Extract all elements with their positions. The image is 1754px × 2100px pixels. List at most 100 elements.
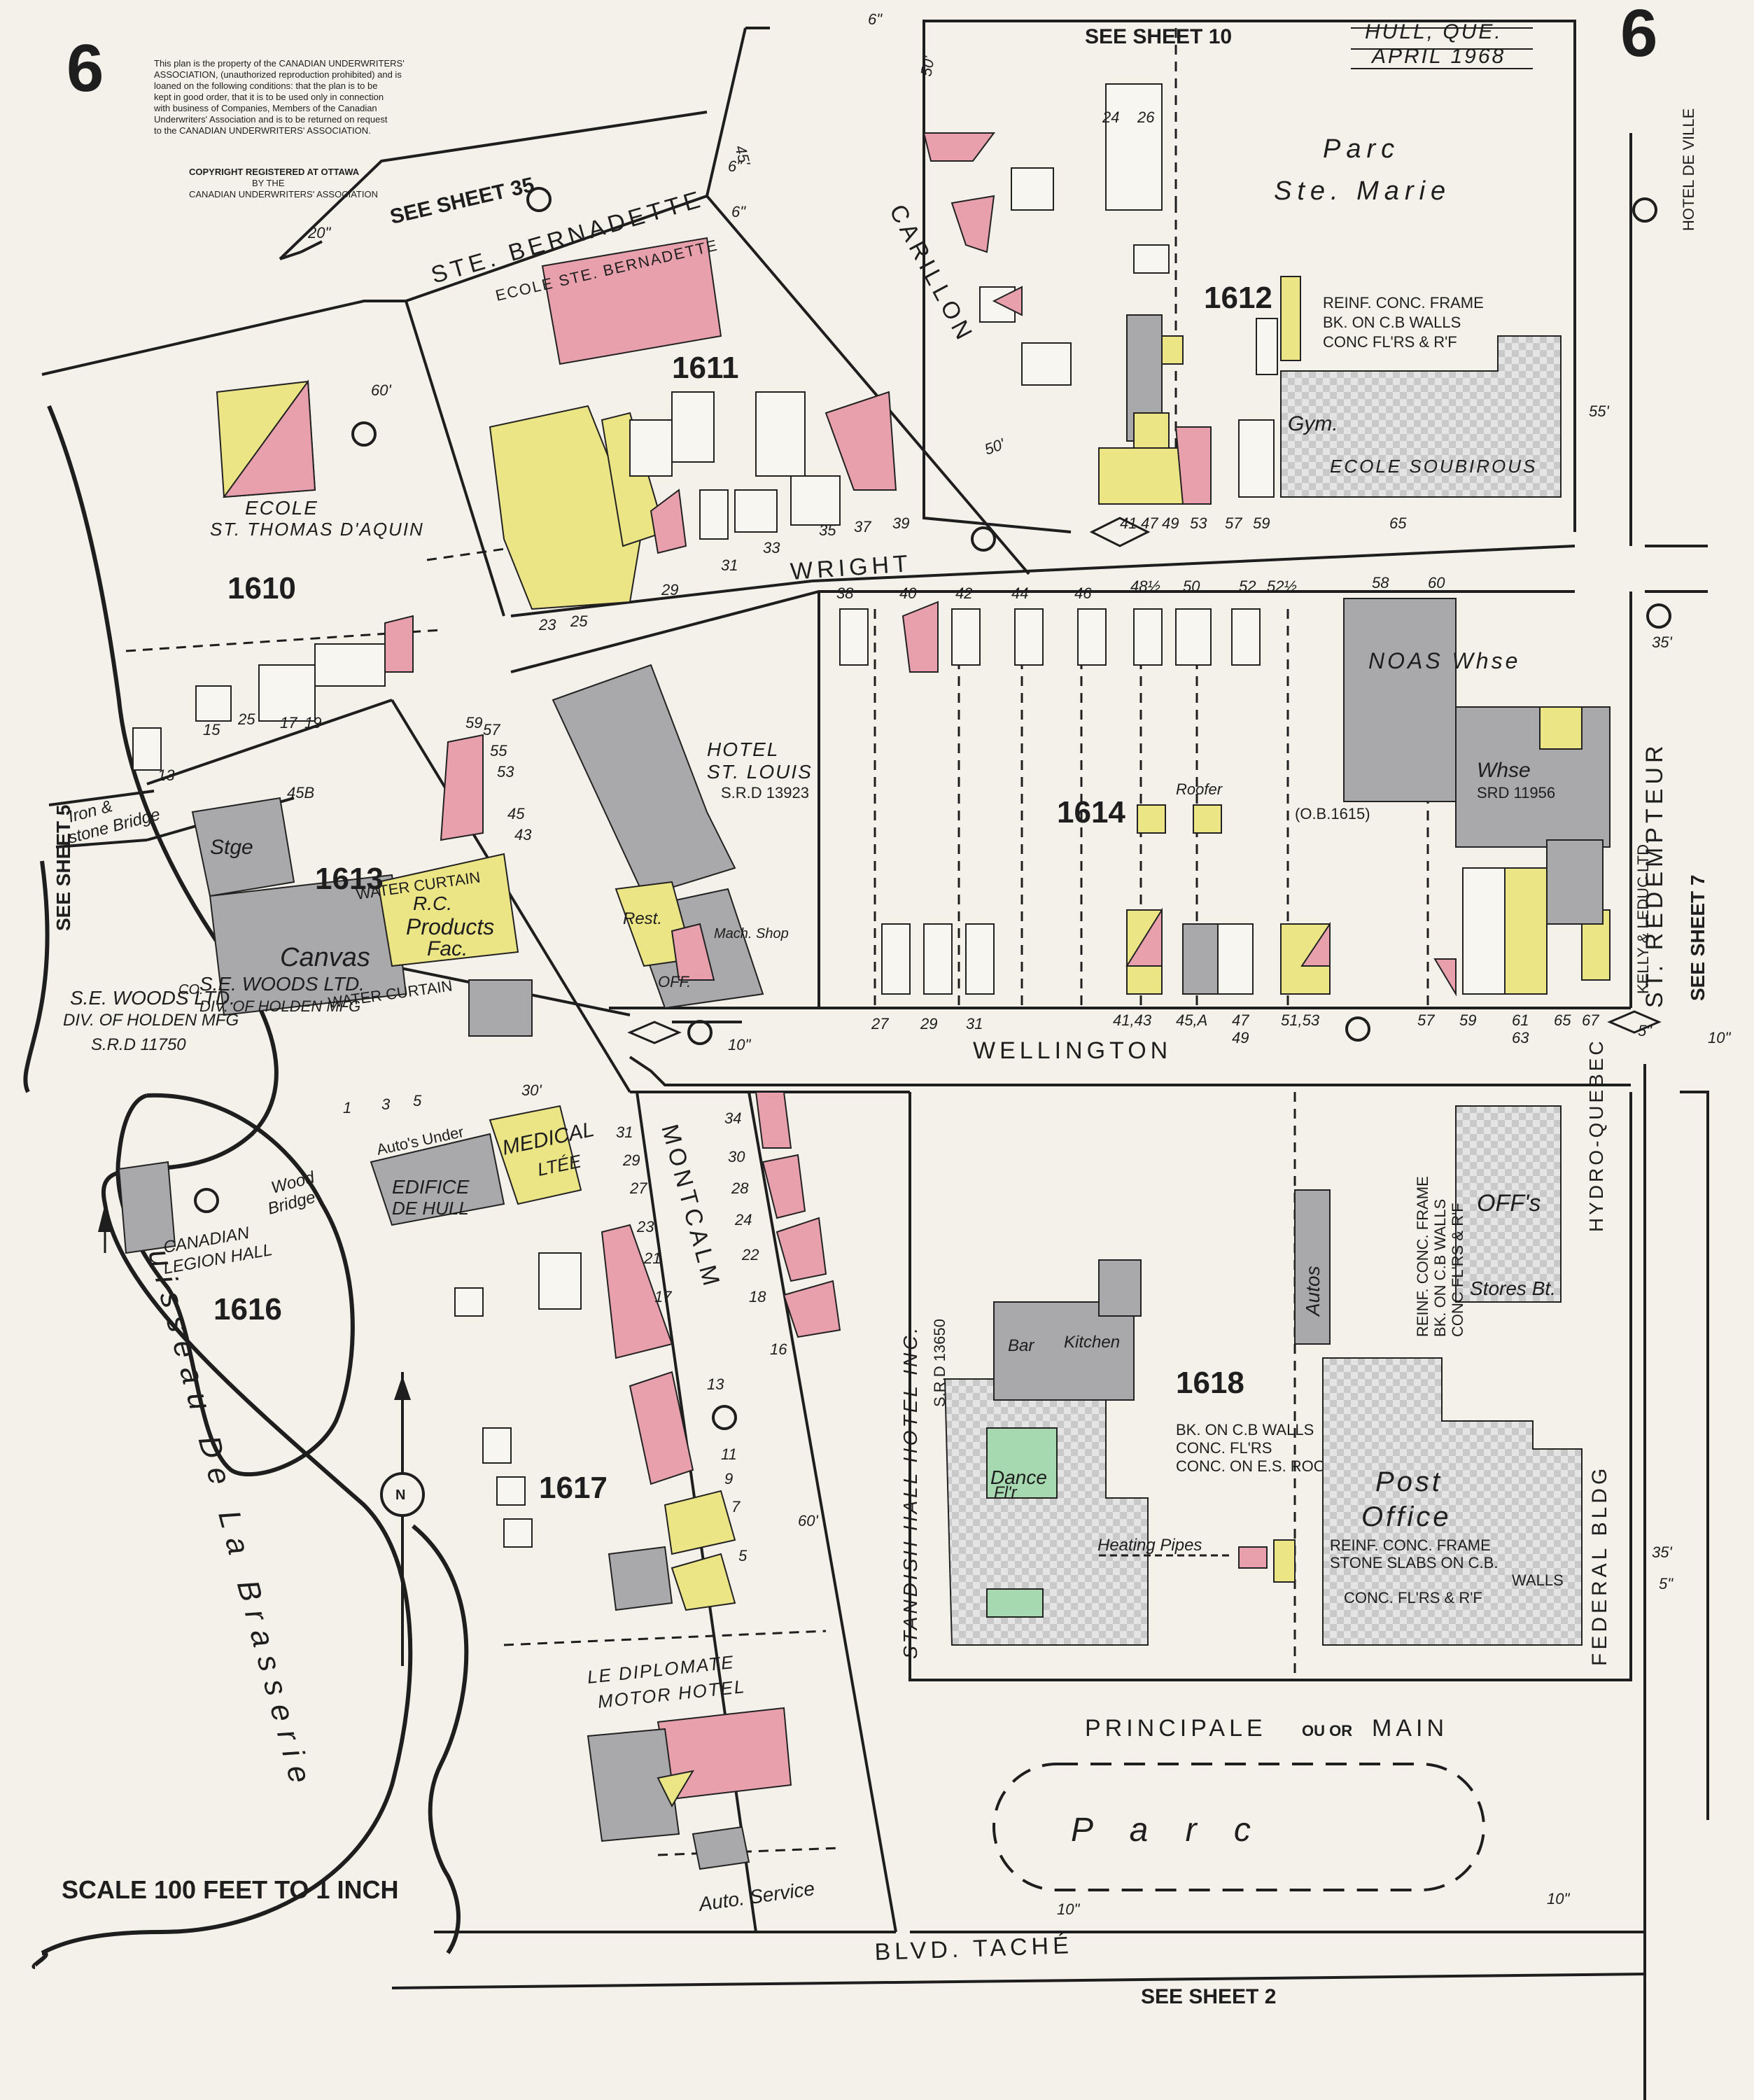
building-pink[interactable]	[384, 615, 414, 673]
hotel-st-louis-building[interactable]	[552, 664, 736, 897]
building-frame[interactable]	[314, 643, 386, 687]
building-frame[interactable]	[1231, 608, 1261, 666]
building-frame[interactable]	[1014, 608, 1044, 666]
building-frame[interactable]	[258, 664, 316, 722]
building-pink[interactable]	[776, 1217, 827, 1282]
building-pink[interactable]	[1174, 426, 1212, 505]
building-frame[interactable]	[839, 608, 869, 666]
building-pink[interactable]	[1300, 921, 1331, 967]
building-pink[interactable]	[1125, 907, 1163, 967]
ecole-ste-bernadette-building[interactable]	[541, 237, 722, 365]
building-pink[interactable]	[671, 923, 715, 981]
building-frame[interactable]	[1217, 923, 1254, 995]
see-sheet-right[interactable]: SEE SHEET 7	[1687, 874, 1709, 1001]
diplomate-brick-wing[interactable]	[587, 1728, 680, 1842]
building-frame[interactable]	[699, 489, 729, 540]
building-frame[interactable]	[538, 1252, 582, 1310]
see-sheet-top[interactable]: SEE SHEET 10	[1085, 25, 1232, 48]
building-pink[interactable]	[601, 1224, 673, 1359]
building-frame[interactable]	[734, 489, 778, 533]
building-frame[interactable]	[1256, 318, 1278, 375]
see-sheet-upper-left[interactable]: SEE SHEET 35	[388, 173, 536, 228]
building-frame[interactable]	[1238, 419, 1275, 498]
building-frame[interactable]	[1077, 608, 1107, 666]
building-pink[interactable]	[783, 1280, 841, 1338]
building-frame[interactable]	[790, 475, 841, 526]
dimension-label: 10"	[1057, 1900, 1080, 1918]
building-frame[interactable]	[1462, 867, 1506, 995]
building-frame[interactable]	[1011, 167, 1054, 211]
post-office-building[interactable]	[1322, 1357, 1583, 1646]
building-frame[interactable]	[195, 685, 232, 722]
building-frame[interactable]	[881, 923, 911, 995]
building-frame[interactable]	[454, 1287, 484, 1317]
canvas-building[interactable]	[209, 874, 407, 1016]
building-pink[interactable]	[992, 286, 1023, 316]
building-frame[interactable]	[132, 727, 162, 771]
building-frame[interactable]	[1133, 608, 1163, 666]
house-number: 25	[570, 612, 588, 630]
building-yellow[interactable]	[1504, 867, 1548, 995]
see-sheet-left[interactable]: SEE SHEET 5	[52, 804, 74, 931]
building-pink[interactable]	[762, 1154, 806, 1219]
medical-building[interactable]	[489, 1105, 582, 1205]
building-brick[interactable]	[608, 1546, 673, 1611]
building-brick[interactable]	[1182, 923, 1219, 995]
restaurant-corner[interactable]	[1539, 706, 1583, 750]
building-pink[interactable]	[629, 1371, 694, 1485]
building-pink[interactable]	[755, 1091, 792, 1149]
building-frame[interactable]	[1175, 608, 1212, 666]
green-annex[interactable]	[986, 1588, 1044, 1618]
building-yellow[interactable]	[1137, 804, 1166, 834]
see-sheet-bottom[interactable]: SEE SHEET 2	[1141, 1985, 1276, 2008]
ecole-soubirous-building[interactable]	[1280, 335, 1562, 498]
building-yellow[interactable]	[657, 1770, 695, 1808]
building-pink[interactable]	[1433, 958, 1457, 997]
building-yellow[interactable]	[1161, 335, 1184, 365]
building-frame[interactable]	[1133, 244, 1170, 274]
oil-storage[interactable]	[1238, 1546, 1268, 1569]
kitchen-bar-building[interactable]	[993, 1301, 1135, 1401]
legion-hall-building[interactable]	[118, 1161, 176, 1254]
dance-floor[interactable]	[986, 1427, 1058, 1499]
building-frame[interactable]	[482, 1427, 512, 1464]
autos-garage[interactable]	[1294, 1189, 1331, 1345]
storage-bkfd[interactable]	[1098, 1259, 1142, 1317]
building-frame[interactable]	[629, 419, 673, 477]
edifice-de-hull-building[interactable]	[370, 1133, 505, 1226]
building-brick[interactable]	[692, 1826, 750, 1870]
building-pink[interactable]	[440, 734, 484, 841]
building-frame[interactable]	[951, 608, 981, 666]
whse-building[interactable]	[1455, 706, 1611, 848]
building-yellow[interactable]	[1098, 447, 1184, 505]
building-yellow[interactable]	[1280, 276, 1301, 361]
hydro-quebec-building[interactable]	[1455, 1105, 1562, 1303]
building-frame[interactable]	[1021, 342, 1072, 386]
building-pink[interactable]	[950, 195, 995, 253]
building-frame[interactable]	[923, 923, 953, 995]
reinf-1618-line: CONC. FL'RS	[1176, 1439, 1272, 1457]
storage-building[interactable]	[191, 797, 295, 897]
building-frame[interactable]	[671, 391, 715, 463]
rc-products-building[interactable]	[377, 853, 519, 967]
standish-hall-building[interactable]	[943, 1378, 1149, 1646]
building-pink[interactable]	[825, 391, 897, 491]
building-yellow[interactable]	[664, 1490, 736, 1555]
building-yellow[interactable]	[1273, 1539, 1296, 1583]
building-pink[interactable]	[222, 379, 316, 498]
building-frame[interactable]	[755, 391, 806, 477]
building-yellow[interactable]	[489, 405, 645, 610]
building-frame[interactable]	[496, 1476, 526, 1506]
building-yellow[interactable]	[1193, 804, 1222, 834]
building-yellow[interactable]	[1133, 412, 1170, 449]
building-frame[interactable]	[1105, 83, 1163, 211]
noas-warehouse[interactable]	[1343, 598, 1457, 802]
building-pink[interactable]	[922, 132, 995, 162]
hose-station[interactable]	[1546, 839, 1604, 925]
stone-building[interactable]	[468, 979, 533, 1037]
building-frame[interactable]	[503, 1518, 533, 1548]
building-pink[interactable]	[901, 601, 939, 673]
building-pink[interactable]	[650, 489, 687, 554]
building-frame[interactable]	[965, 923, 995, 995]
building-yellow[interactable]	[671, 1553, 736, 1611]
